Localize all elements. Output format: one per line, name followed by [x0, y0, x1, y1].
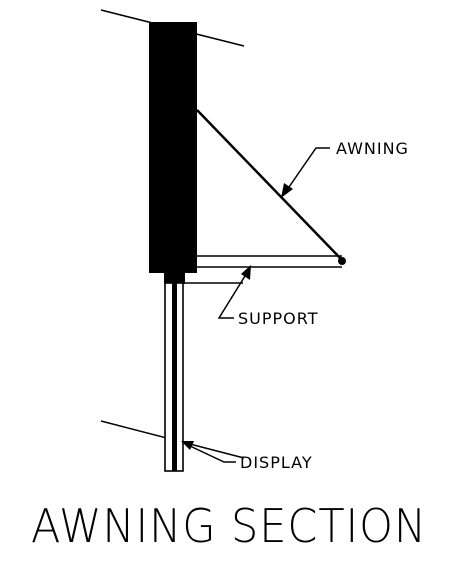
display-label: DISPLAY: [240, 453, 313, 472]
awning-fabric: [196, 109, 343, 261]
support-leader: [217, 275, 246, 319]
wall-section: [149, 22, 197, 273]
display-leader: [189, 445, 236, 463]
drawing-title: AWNING SECTION: [31, 499, 427, 553]
awning-leader: [288, 147, 330, 188]
display-glass: [172, 283, 177, 471]
support-arrowhead: [241, 265, 251, 280]
awning-label: AWNING: [336, 139, 409, 158]
support-label: SUPPORT: [238, 309, 318, 328]
awning-arrowhead: [281, 183, 293, 198]
support-pivot: [338, 257, 346, 265]
wall-sill-block: [164, 271, 185, 284]
display-arrowhead: [181, 441, 194, 450]
